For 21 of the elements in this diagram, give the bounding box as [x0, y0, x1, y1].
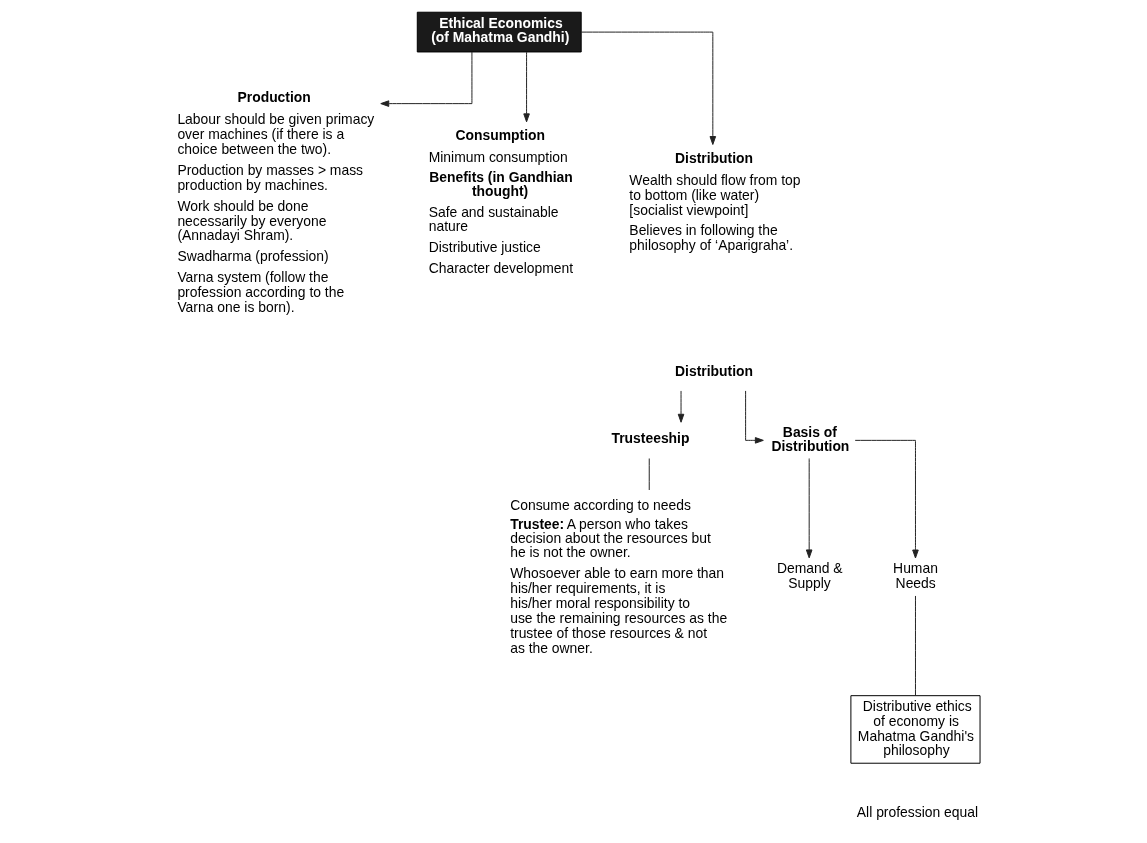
node-box: Distributive ethics of economy is Mahatma Gandhi's philosophy: [850, 695, 981, 764]
connector: [648, 458, 650, 491]
arrow: [380, 51, 473, 107]
node-text: Consume according to needs Trustee: A person who takes decision about the resources but he is not the owner. Whosoever able to earn more than his/her requirements, it is his/her moral responsibility to use the remaining resources as the trustee of those resources & not as the owner.: [510, 496, 728, 656]
arrow: [805, 458, 813, 559]
node-text: Consumption Minimum consumption Benefits (in Gandhian thought) Safe and sustainable nature Distributive justice Character development: [428, 127, 574, 277]
node-text: Demand & Supply: [776, 560, 843, 592]
node-text: Distribution: [675, 362, 754, 379]
arrow: [745, 390, 764, 444]
node-box: Ethical Economics (of Mahatma Gandhi): [416, 11, 582, 53]
node-text: Basis of Distribution: [771, 423, 850, 454]
arrow: [580, 31, 717, 145]
connector: [914, 595, 916, 697]
node-text: Distribution Wealth should flow from top to bottom (like water) [socialist viewpoint] Believes in following the philosophy of ‘Aparigraha’.: [629, 149, 801, 254]
node-text: Trusteeship: [611, 430, 690, 447]
node-text: Human Needs: [893, 560, 938, 592]
arrow: [523, 51, 530, 123]
arrow: [677, 390, 685, 423]
label: All profession equal: [856, 803, 979, 820]
arrow: [854, 439, 919, 559]
node-text: Production Labour should be given primacy over machines (if there is a choice between the two). Production by masses > mass production by machines. Work should be done necessarily by everyone (Annadayi Shram). Swadharma (profession) Varna system (follow the profession according to the Varna one is born).: [177, 89, 375, 315]
